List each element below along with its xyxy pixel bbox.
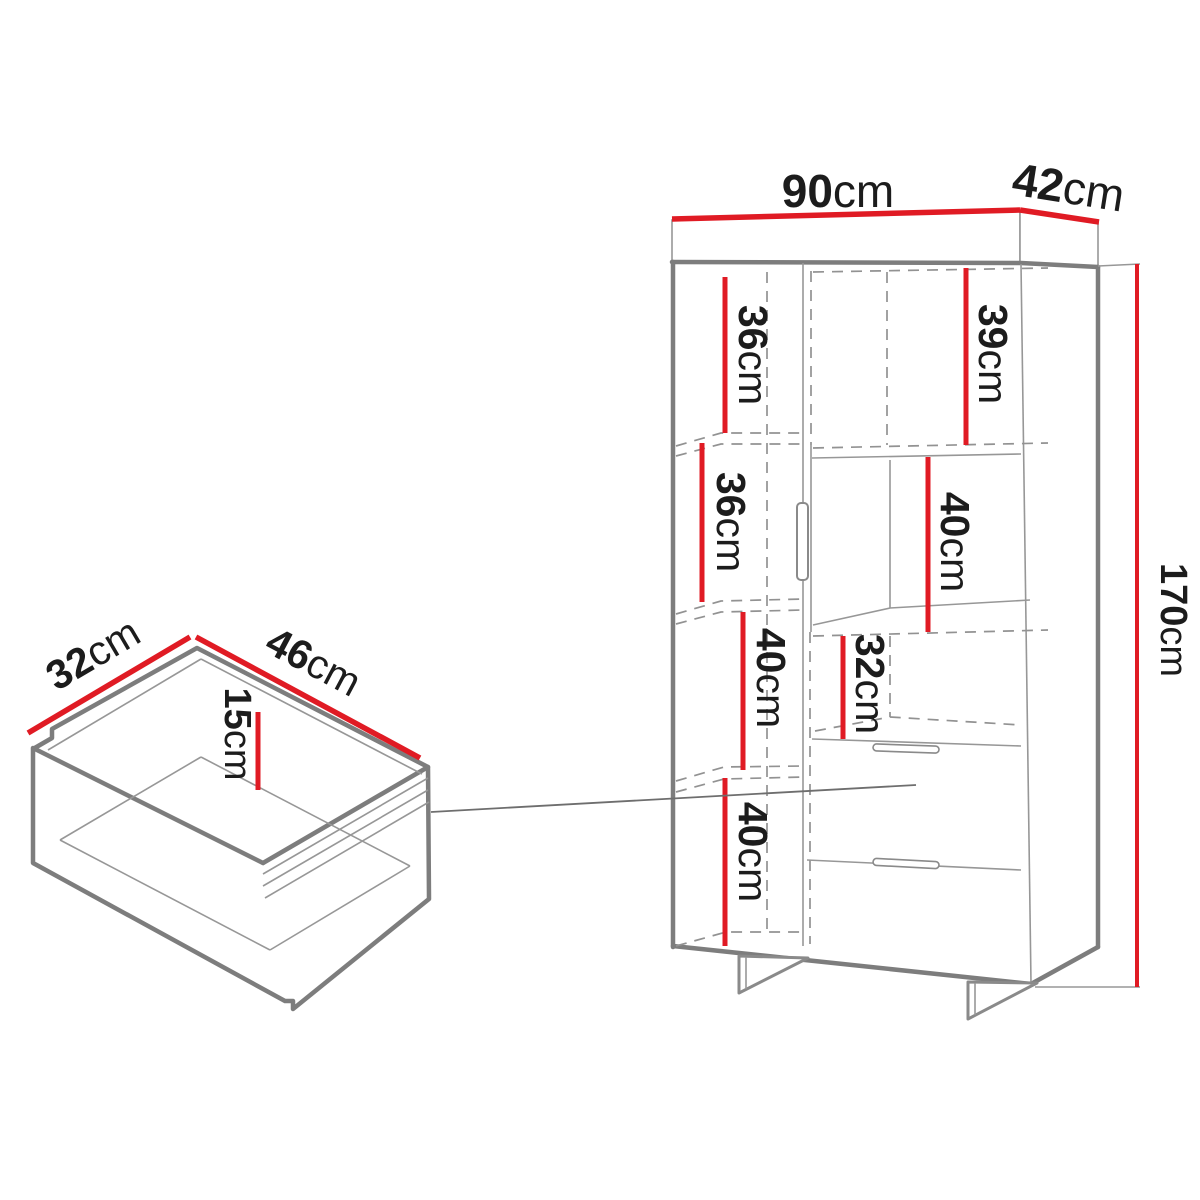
drawer-height-label: 15cm: [216, 688, 258, 781]
drawer-pointer-line: [430, 784, 917, 813]
cabinet-width-label: 90cm: [782, 165, 895, 217]
section-36-top-label: 36cm: [730, 305, 776, 405]
cabinet-right-column: [806, 267, 1049, 871]
drawer-outline: [30, 645, 432, 1012]
dimension-right-sections: 39cm 40cm 32cm: [840, 268, 1016, 739]
section-40-third-label: 40cm: [748, 628, 794, 728]
section-36-second-label: 36cm: [708, 472, 754, 572]
dimension-drawer-height: 15cm: [216, 688, 261, 790]
drawer-handle-icon: [872, 857, 940, 870]
cabinet-feet: [737, 954, 1039, 1021]
section-32-label: 32cm: [847, 634, 893, 734]
door-handle-icon: [796, 502, 809, 581]
section-40-bottom-label: 40cm: [730, 802, 776, 902]
drawer-drawing: 32cm 46cm 15cm: [26, 609, 432, 1012]
cabinet-body-outline: [669, 259, 1101, 987]
drawer-rim: [30, 658, 431, 866]
cabinet-top-face: [671, 210, 1099, 267]
cabinet-partition: [796, 263, 812, 946]
cabinet-depth-label: 42cm: [1009, 153, 1128, 222]
cabinet-left-column-shelves: [675, 272, 804, 947]
dimension-cabinet-depth: 42cm: [1009, 153, 1128, 225]
cabinet-height-label: 170cm: [1152, 563, 1194, 677]
section-40-right-label: 40cm: [932, 492, 978, 592]
dimension-cabinet-height: 170cm: [1035, 263, 1194, 988]
dimension-left-sections: 36cm 36cm 40cm 40cm: [699, 277, 794, 946]
drawer-handle-icon: [872, 743, 940, 754]
cabinet-drawing: 90cm 42cm 170cm 36cm 36cm 40cm 40cm: [669, 153, 1194, 1021]
dimension-cabinet-width: 90cm: [671, 165, 1021, 222]
drawer-interior: [59, 756, 430, 951]
section-39-label: 39cm: [970, 304, 1016, 404]
